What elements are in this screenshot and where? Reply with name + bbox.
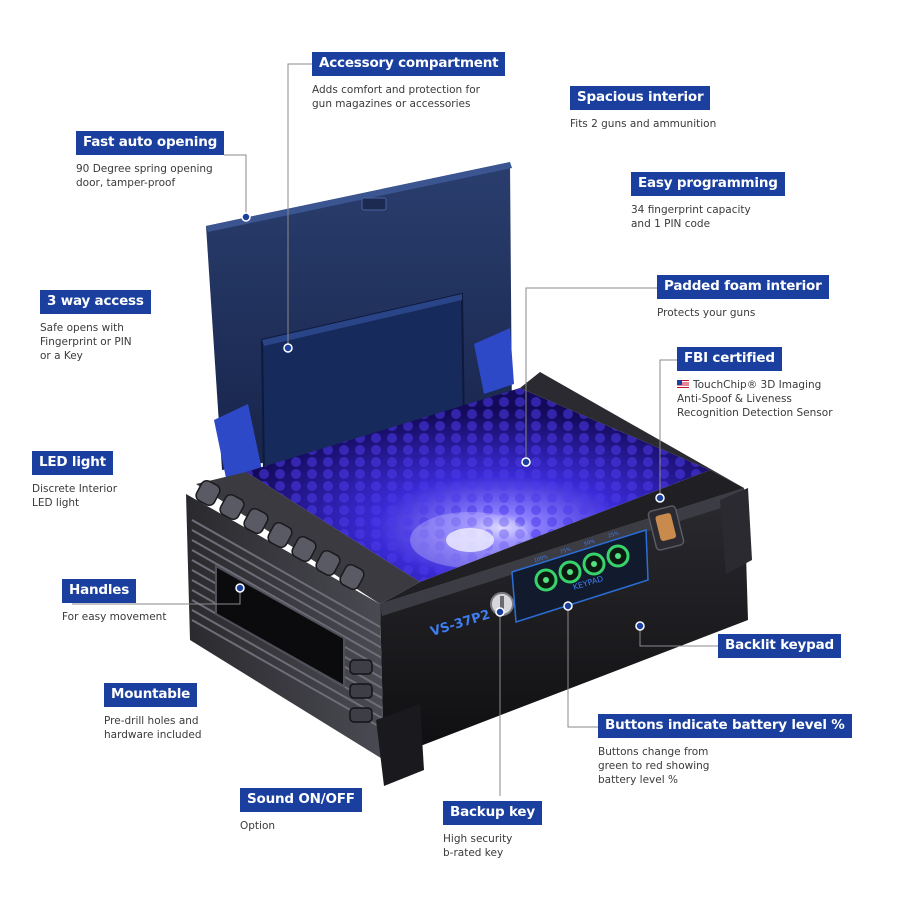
keypad-panel (511, 528, 649, 624)
callout-title: Backup key (443, 801, 542, 825)
callout-title: Fast auto opening (76, 131, 225, 155)
callout-title: Easy programming (631, 172, 785, 196)
callout-description: Fits 2 guns and ammunition (570, 118, 717, 130)
leader-dots (235, 212, 665, 631)
safe-left-side (186, 479, 384, 760)
callout-description: High security b-rated key (443, 833, 513, 859)
callout-spacious-interior: Spacious interior Fits 2 guns and ammuni… (570, 86, 716, 131)
callout-description: Protects your guns (657, 307, 756, 319)
callout-title: Mountable (104, 683, 198, 707)
callout-description: Pre-drill holes and hardware included (104, 715, 202, 741)
callout-description: Adds comfort and protection for gun maga… (312, 84, 480, 110)
lid (206, 162, 514, 478)
callout-title: FBI certified (677, 347, 782, 371)
callout-title: Backlit keypad (718, 634, 841, 658)
callout-handles: Handles For easy movement (62, 579, 166, 624)
callout-description: Buttons change from green to red showing… (598, 746, 710, 786)
interior (246, 388, 710, 582)
callout-title: Sound ON/OFF (240, 788, 362, 812)
callout-3-way-access: 3 way access Safe opens with Fingerprint… (40, 290, 151, 363)
callout-description: Safe opens with Fingerprint or PIN or a … (40, 322, 132, 362)
callout-description: 90 Degree spring opening door, tamper-pr… (76, 163, 213, 189)
callout-fast-auto-opening: Fast auto opening 90 Degree spring openi… (76, 131, 225, 190)
callout-battery-level-buttons: Buttons indicate battery level % Buttons… (598, 714, 852, 787)
callout-accessory-compartment: Accessory compartment Adds comfort and p… (312, 52, 506, 111)
callout-mountable: Mountable Pre-drill holes and hardware i… (104, 683, 202, 742)
callout-led-light: LED light Discrete Interior LED light (32, 451, 117, 510)
callout-description: TouchChip® 3D Imaging Anti-Spoof & Liven… (677, 379, 833, 419)
callout-easy-programming: Easy programming 34 fingerprint capacity… (631, 172, 785, 231)
callout-fbi-certified: FBI certified TouchChip® 3D Imaging Anti… (677, 347, 833, 420)
callout-backup-key: Backup key High security b-rated key (443, 801, 542, 860)
callout-title: Buttons indicate battery level % (598, 714, 852, 738)
callout-title: Handles (62, 579, 137, 603)
leader-lines (72, 63, 718, 796)
callout-title: LED light (32, 451, 113, 475)
callout-sound-on-off: Sound ON/OFF Option (240, 788, 362, 833)
callout-description: Option (240, 820, 276, 832)
callout-title: Padded foam interior (657, 275, 829, 299)
callout-title: 3 way access (40, 290, 151, 314)
fingerprint-sensor-icon (647, 505, 685, 551)
callout-padded-foam-interior: Padded foam interior Protects your guns (657, 275, 829, 320)
callout-description: 34 fingerprint capacity and 1 PIN code (631, 204, 751, 230)
us-flag-icon (677, 380, 689, 388)
callout-backlit-keypad: Backlit keypad (718, 634, 841, 658)
callout-description: For easy movement (62, 611, 167, 623)
callout-title: Spacious interior (570, 86, 711, 110)
callout-title: Accessory compartment (312, 52, 506, 76)
callout-description: Discrete Interior LED light (32, 483, 118, 509)
